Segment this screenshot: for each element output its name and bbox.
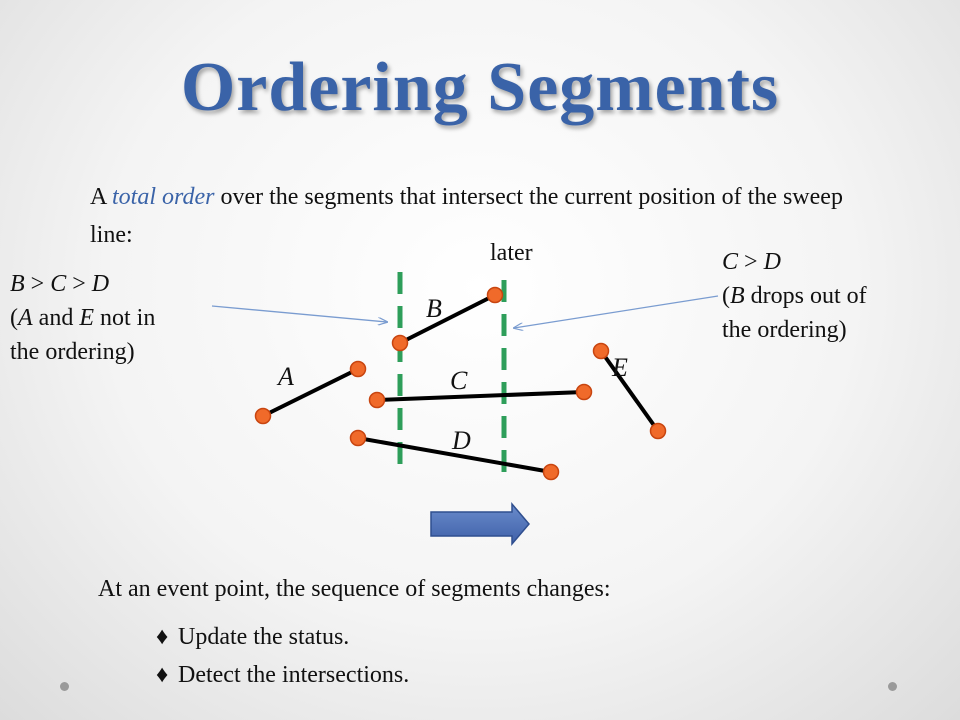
event-point-text: At an event point, the sequence of segme… <box>98 576 611 602</box>
later-label: later <box>490 240 533 266</box>
right-note-c: C <box>722 249 739 275</box>
left-note-line-1: B > C > D <box>10 267 155 301</box>
intro-suffix: over the segments that intersect the cur… <box>90 184 843 248</box>
intro-prefix: A <box>90 184 113 210</box>
right-note-paren: ( <box>722 283 730 309</box>
right-note-line-2: (B drops out of <box>722 279 867 313</box>
right-note-b: B <box>730 283 745 309</box>
bullet-text: Update the status. <box>178 624 350 650</box>
bullet-text: Detect the intersections. <box>178 662 410 688</box>
segment-label-c: C <box>450 366 468 395</box>
segment-label-b: B <box>426 294 442 323</box>
decorative-dot-right <box>888 682 897 691</box>
right-note-d: D <box>763 249 781 275</box>
endpoint-a-left <box>254 407 272 425</box>
bullet-item: ♦ Update the status. <box>156 618 409 656</box>
right-note-drops: drops out of <box>744 283 867 309</box>
right-note-sep: > <box>738 249 764 275</box>
bullet-item: ♦ Detect the intersections. <box>156 656 409 694</box>
endpoint-d-right <box>542 463 560 481</box>
left-note-b: B <box>10 271 25 297</box>
right-note-line-3: the ordering) <box>722 317 847 343</box>
left-note-d: D <box>91 271 110 297</box>
left-note-e: E <box>79 305 94 331</box>
left-note-paren: ( <box>10 305 18 331</box>
endpoint-c-left <box>368 391 386 409</box>
bullet-list: ♦ Update the status. ♦ Detect the intersec… <box>156 618 409 694</box>
endpoint-a-right <box>349 360 367 378</box>
segment-d <box>357 436 552 474</box>
left-pointer-arrow <box>211 305 387 322</box>
segment-b <box>399 293 496 345</box>
slide-title: Ordering Segments <box>180 49 780 126</box>
intro-emphasis: total order <box>112 184 215 210</box>
left-note-and: and <box>32 305 80 331</box>
left-ordering-note: B > C > D (A and E not in the ordering) <box>10 267 155 369</box>
endpoint-b-left <box>391 334 409 352</box>
endpoint-c-right <box>575 383 593 401</box>
segment-e <box>599 349 660 433</box>
decorative-dot-left <box>60 682 69 691</box>
segment-label-e: E <box>611 353 628 382</box>
left-note-sep-1: > <box>24 271 51 297</box>
right-pointer-arrow <box>514 295 719 328</box>
segment-a <box>262 367 359 418</box>
left-note-a: A <box>18 305 33 331</box>
intro-text: A total order over the segments that int… <box>90 178 850 254</box>
endpoint-b-right <box>486 286 504 304</box>
diamond-bullet-icon: ♦ <box>156 662 169 688</box>
left-note-line-2: (A and E not in <box>10 301 155 335</box>
endpoint-e-bottom <box>649 422 667 440</box>
segment-label-a: A <box>276 362 294 391</box>
sweep-direction-arrow <box>430 501 530 547</box>
left-note-line-3: the ordering) <box>10 339 135 365</box>
left-note-sep-2: > <box>66 271 92 297</box>
segment-c <box>376 390 585 402</box>
left-note-c: C <box>50 271 67 297</box>
endpoint-d-left <box>349 429 367 447</box>
right-ordering-note: C > D (B drops out of the ordering) <box>722 245 867 347</box>
diamond-bullet-icon: ♦ <box>156 624 169 650</box>
left-note-not-in: not in <box>94 305 156 331</box>
endpoint-e-top <box>592 342 610 360</box>
right-note-line-1: C > D <box>722 245 867 279</box>
segment-label-d: D <box>451 426 471 455</box>
